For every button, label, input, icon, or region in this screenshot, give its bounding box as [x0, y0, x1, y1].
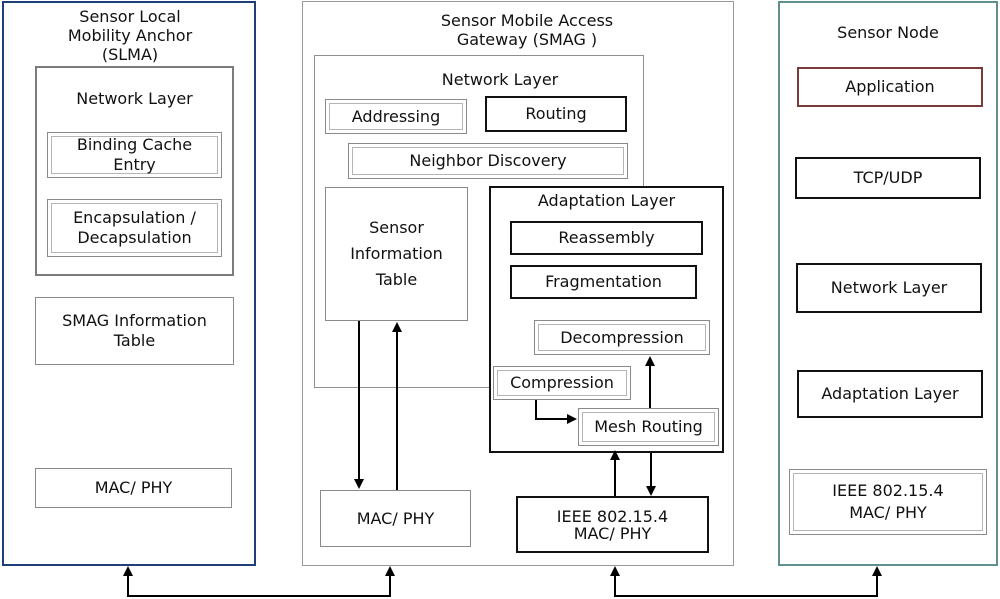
slma-network-layer-frame — [35, 66, 234, 276]
network-layer-box: Network Layer — [796, 263, 982, 313]
sensor-information-table-box: Sensor Information Table — [325, 187, 468, 321]
slma-title: Sensor Local Mobility Anchor (SLMA) — [67, 7, 193, 64]
smag-network-layer-label: Network Layer — [441, 70, 559, 89]
smag-title: Sensor Mobile Access Gateway (SMAG ) — [440, 11, 614, 49]
binding-cache-entry-box: Binding Cache Entry — [47, 132, 222, 178]
routing-box: Routing — [485, 96, 627, 132]
application-box: Application — [797, 67, 983, 107]
encapsulation-box: Encapsulation / Decapsulation — [47, 199, 222, 257]
slma-smag-link — [127, 577, 391, 597]
compression-to-mesh-arrow — [535, 400, 577, 424]
addressing-box: Addressing — [325, 99, 467, 134]
slma-mac-phy-box: MAC/ PHY — [35, 468, 232, 508]
adaptation-layer-label: Adaptation Layer — [537, 191, 676, 210]
compression-box: Compression — [493, 366, 631, 400]
tcp-udp-box: TCP/UDP — [795, 157, 981, 199]
smag-node-link — [614, 577, 878, 597]
slma-network-layer-label: Network Layer — [76, 89, 193, 108]
smag-ieee-mac-phy-box: IEEE 802.15.4 MAC/ PHY — [516, 496, 709, 553]
decompression-box: Decompression — [534, 320, 710, 355]
reassembly-box: Reassembly — [510, 221, 703, 255]
mesh-routing-box: Mesh Routing — [578, 408, 719, 446]
adaptation-layer-box: Adaptation Layer — [797, 370, 983, 418]
smag-mac-phy-box: MAC/ PHY — [320, 490, 471, 547]
node-ieee-mac-phy-box: IEEE 802.15.4 MAC/ PHY — [789, 469, 987, 535]
fragmentation-box: Fragmentation — [510, 265, 697, 299]
smag-information-table-box: SMAG Information Table — [35, 297, 234, 365]
neighbor-discovery-box: Neighbor Discovery — [348, 143, 628, 179]
sensor-node-title: Sensor Node — [837, 23, 939, 42]
